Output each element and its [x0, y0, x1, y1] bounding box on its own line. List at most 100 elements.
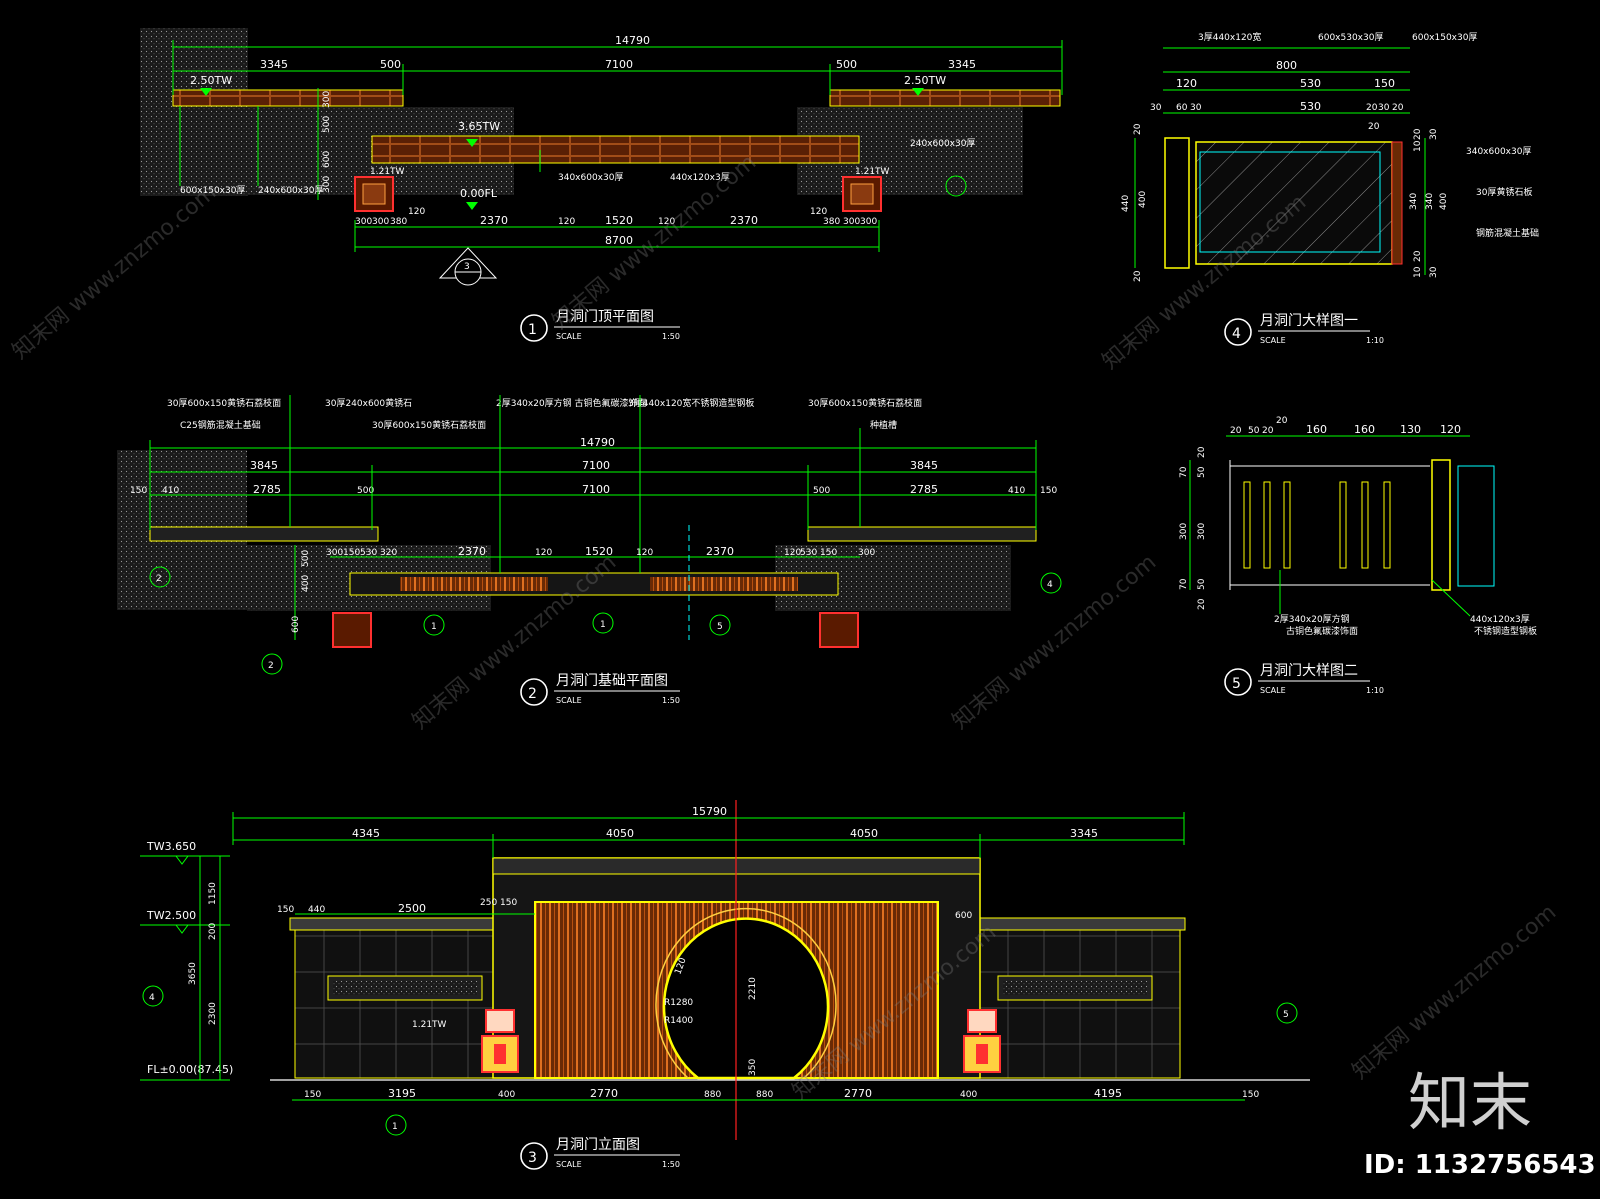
material-label: 不锈钢造型钢板: [1474, 625, 1537, 637]
svg-text:120: 120: [558, 217, 575, 227]
brand-logo: 知末 ID: 1132756543: [1364, 1066, 1596, 1180]
dim: 440: [308, 905, 325, 915]
dim-row-2: 150 410 2785 500 7100 500 2785 410 150: [130, 483, 1057, 496]
callout-circle-icon: [385, 1114, 407, 1136]
edge-plate: [1391, 141, 1403, 265]
dim: 7100: [582, 459, 610, 472]
material-label: 30厚黄锈石板: [1476, 186, 1532, 198]
svg-text:320: 320: [380, 548, 397, 558]
view-title-3: 3 月洞门立面图 SCALE 1:50: [520, 1137, 680, 1170]
dim: 3845: [910, 459, 938, 472]
material-label: 3厚440x120宽不锈钢造型钢板: [628, 397, 754, 409]
svg-text:20: 20: [1276, 416, 1288, 426]
dim: 300: [322, 176, 332, 193]
material-label: 种植槽: [870, 419, 897, 431]
material-label: 2厚340x20厚方钢 古铜色氟碳漆饰面: [496, 397, 647, 409]
svg-text:2785: 2785: [253, 483, 281, 496]
svg-text:300: 300: [1179, 523, 1189, 540]
section-marker-icon: 3: [438, 247, 498, 286]
dim: 800: [1276, 59, 1297, 72]
svg-text:300: 300: [355, 217, 372, 227]
svg-text:400: 400: [1439, 193, 1449, 210]
svg-text:1:10: 1:10: [1366, 686, 1384, 695]
svg-text:3: 3: [528, 1150, 537, 1166]
svg-text:50: 50: [1248, 426, 1260, 436]
elev-tag: 2.50TW: [190, 74, 232, 87]
svg-text:1: 1: [392, 1122, 398, 1132]
dim: 150: [1374, 77, 1395, 90]
svg-text:2: 2: [156, 574, 162, 584]
svg-text:1520: 1520: [605, 214, 633, 227]
material-label: 2厚340x20厚方钢: [1274, 613, 1350, 625]
dim: 4050: [850, 827, 878, 840]
svg-text:20: 20: [1392, 103, 1404, 113]
wall-cap-right: [829, 89, 1061, 107]
level-marker-icon: [466, 139, 478, 147]
callout-circle-icon: [945, 175, 967, 197]
svg-text:月洞门大样图二: 月洞门大样图二: [1260, 663, 1358, 679]
svg-text:4: 4: [1232, 326, 1241, 342]
wall-base-right: [807, 526, 1037, 542]
svg-text:120: 120: [784, 548, 801, 558]
wall-base-left: [149, 526, 379, 542]
svg-text:4: 4: [149, 993, 155, 1003]
view-title-5: 5 月洞门大样图二 SCALE 1:10: [1224, 663, 1384, 696]
view-number-circle-icon: [1224, 318, 1252, 346]
svg-text:50: 50: [1197, 578, 1207, 590]
svg-text:300: 300: [326, 548, 343, 558]
svg-text:120: 120: [658, 217, 675, 227]
view-5-detail-2: 20 50 20 20 160 160 130 120 20 70 50 300…: [1179, 416, 1537, 696]
hatch-area: [140, 28, 248, 196]
column-core: [850, 183, 874, 205]
callout-circle-icon: [142, 985, 164, 1007]
svg-text:880: 880: [704, 1090, 721, 1100]
column-left: [332, 612, 372, 648]
view-number-circle-icon: [1224, 668, 1252, 696]
svg-text:300: 300: [860, 217, 877, 227]
svg-text:20: 20: [1368, 122, 1380, 132]
level-marker-icon: [466, 202, 478, 210]
dim: 500: [836, 58, 857, 71]
level-marker-icon: [175, 855, 189, 865]
dim: 530: [1300, 77, 1321, 90]
column-right: [819, 612, 859, 648]
dim-total: 14790: [580, 436, 615, 449]
svg-text:150: 150: [820, 548, 837, 558]
svg-text:300: 300: [843, 217, 860, 227]
svg-text:4: 4: [1047, 580, 1053, 590]
callout-circle-icon: [709, 614, 731, 636]
material-label: 30厚600x150黄锈石荔枝面: [372, 419, 486, 431]
watermark: 知末网 www.znzmo.com: [8, 180, 221, 365]
svg-text:1: 1: [431, 622, 437, 632]
dim: 20: [1133, 123, 1143, 135]
svg-text:10: 10: [1413, 266, 1423, 278]
svg-text:300: 300: [1197, 523, 1207, 540]
elev-tag: 0.00FL: [460, 187, 498, 200]
dim: 600: [291, 616, 301, 633]
svg-text:500: 500: [357, 486, 374, 496]
svg-text:530: 530: [800, 548, 817, 558]
svg-text:2370: 2370: [480, 214, 508, 227]
svg-text:300: 300: [372, 217, 389, 227]
svg-text:160: 160: [1354, 423, 1375, 436]
elev-tag: 1.21TW: [855, 167, 890, 177]
view-number-circle-icon: [520, 678, 548, 706]
dim: 500: [380, 58, 401, 71]
svg-text:月洞门顶平面图: 月洞门顶平面图: [556, 309, 654, 325]
svg-text:2770: 2770: [844, 1087, 872, 1100]
svg-text:20: 20: [1197, 446, 1207, 458]
dim: 600: [322, 151, 332, 168]
view-title-1: 1 月洞门顶平面图 SCALE 1:50: [520, 309, 680, 342]
dim: 20: [1133, 270, 1143, 282]
lantern-right: [963, 1009, 1001, 1073]
view-number-circle-icon: [520, 314, 548, 342]
lantern-left: [481, 1009, 519, 1073]
svg-text:月洞门基础平面图: 月洞门基础平面图: [556, 672, 668, 689]
svg-text:120: 120: [636, 548, 653, 558]
svg-text:1520: 1520: [585, 545, 613, 558]
svg-text:1:50: 1:50: [662, 696, 680, 705]
svg-text:3195: 3195: [388, 1087, 416, 1100]
svg-text:7100: 7100: [582, 483, 610, 496]
svg-text:2: 2: [268, 661, 274, 671]
svg-text:SCALE: SCALE: [556, 332, 582, 341]
